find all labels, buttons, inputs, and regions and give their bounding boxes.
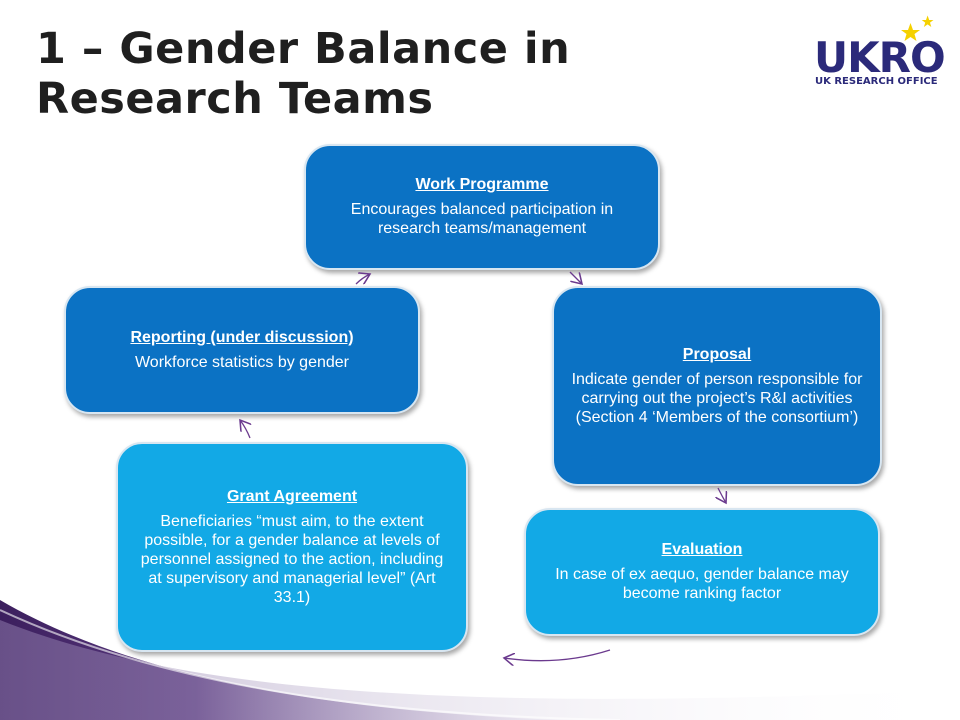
logo-wordmark: UKRO [814, 33, 945, 82]
node-text: Encourages balanced participation in res… [350, 201, 614, 237]
arrow-grant-to-reporting [240, 420, 250, 439]
node-text: Beneficiaries “must aim, to the extent p… [140, 512, 444, 606]
node-work-programme: Work Programme Encourages balanced parti… [304, 144, 660, 270]
node-heading: Work Programme [415, 176, 549, 193]
arrow-proposal-to-evaluation [718, 487, 726, 503]
logo-subtitle: UK RESEARCH OFFICE [815, 76, 938, 86]
node-evaluation: Evaluation In case of ex aequo, gender b… [524, 508, 880, 636]
node-heading: Proposal [682, 345, 752, 363]
node-text: Indicate gender of person responsible fo… [571, 370, 863, 426]
logo-stars-icon [901, 15, 934, 41]
arrow-reporting-to-work [355, 274, 370, 284]
node-grant-agreement: Grant Agreement Beneficiaries “must aim,… [116, 442, 468, 652]
ukro-logo: UKRO UK RESEARCH OFFICE [814, 15, 946, 86]
node-text: Workforce statistics by gender [134, 353, 349, 371]
arrow-work-to-proposal [569, 271, 582, 284]
node-heading: Reporting (under discussion) [130, 328, 354, 346]
node-heading: Grant Agreement [226, 487, 358, 505]
node-heading: Evaluation [661, 541, 743, 558]
node-reporting: Reporting (under discussion) Workforce s… [64, 286, 420, 414]
node-text: In case of ex aequo, gender balance may … [555, 566, 849, 602]
node-proposal: Proposal Indicate gender of person respo… [552, 286, 882, 486]
slide-title: 1 – Gender Balance in Research Teams [36, 24, 571, 124]
bottom-swoosh-decoration [0, 600, 960, 720]
